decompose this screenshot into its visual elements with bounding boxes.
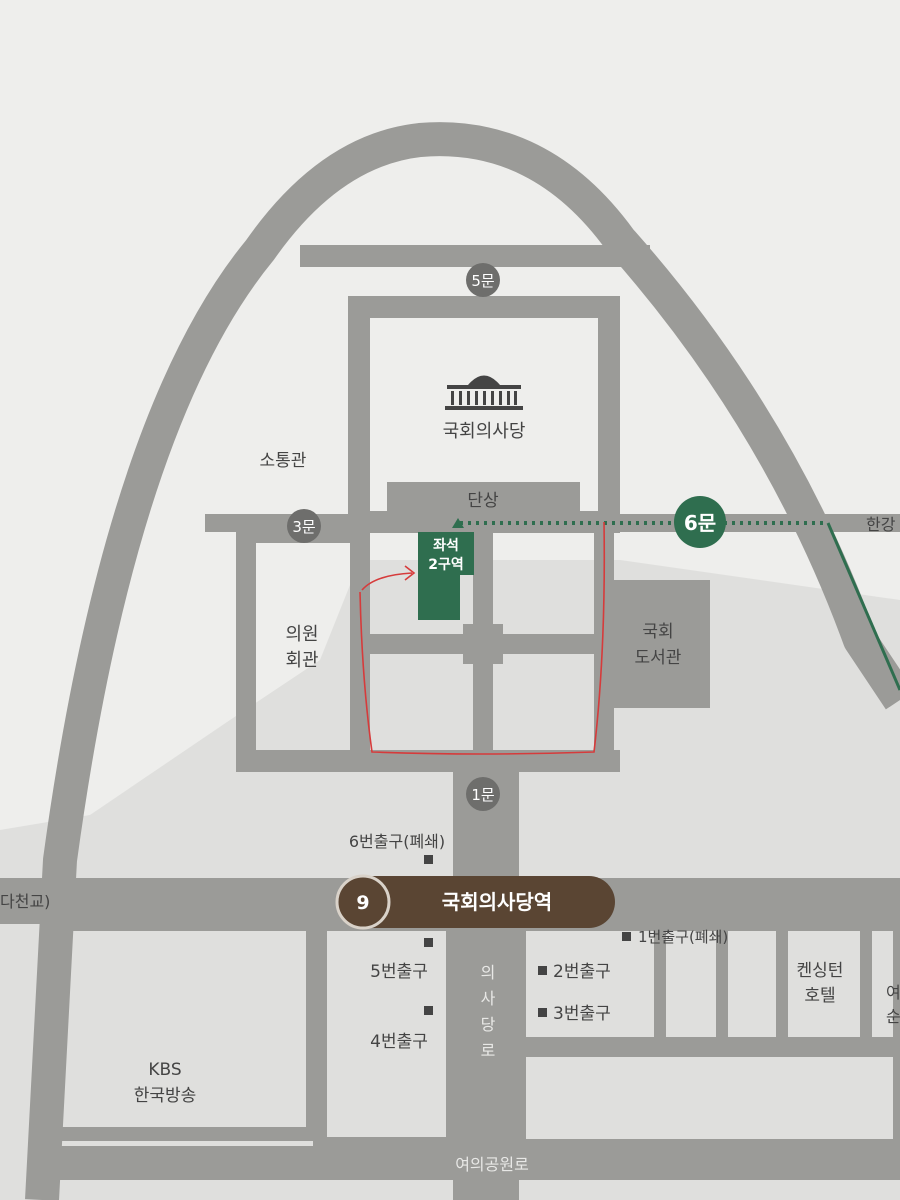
seat-zone-label-1: 좌석 — [433, 538, 459, 554]
exit-2-marker — [538, 966, 547, 975]
assembly-building-icon — [445, 375, 523, 410]
seat-zone-2[interactable] — [418, 532, 474, 620]
gate-5-label: 5문 — [471, 272, 495, 290]
members-hall-label-2: 회관 — [285, 650, 318, 671]
exit-4-marker — [424, 1006, 433, 1015]
line-9-badge — [335, 874, 391, 930]
outer-ring-road — [25, 122, 900, 1200]
gate-5-marker[interactable] — [466, 263, 500, 297]
kensington-label-2: 호텔 — [804, 986, 835, 1006]
exit-4-label: 4번출구 — [370, 1032, 428, 1052]
seat-zone-marker-icon — [452, 518, 464, 528]
walking-route-line — [826, 522, 900, 691]
road-uisadang-1: 의 — [481, 963, 496, 982]
gate-3-marker[interactable] — [287, 509, 321, 543]
road-uisadang-2: 사 — [481, 989, 496, 1008]
hangang-label: 한강 — [866, 515, 896, 534]
exit-5-label: 5번출구 — [370, 962, 428, 982]
station-name: 국회의사당역 — [442, 890, 552, 914]
hand-drawn-route — [359, 521, 606, 755]
gate-6-marker[interactable] — [674, 496, 726, 548]
exit-2-label: 2번출구 — [553, 962, 611, 982]
kbs-label-2: 한국방송 — [134, 1086, 197, 1106]
yeouigongwon-road-label: 여의공원로 — [455, 1155, 529, 1174]
bottom-road — [40, 1146, 900, 1180]
library-label-1: 국회 — [642, 622, 673, 642]
left-bridge-label: 다천교) — [0, 892, 50, 911]
exit-5-marker — [424, 938, 433, 947]
exit-1-marker — [622, 932, 631, 941]
sotong-label: 소통관 — [260, 451, 307, 471]
road-uisadang-4: 로 — [481, 1041, 496, 1060]
gate-1-marker[interactable] — [466, 777, 500, 811]
exit-6-marker — [424, 855, 433, 864]
members-hall-label-1: 의원 — [285, 624, 318, 645]
gate-3-label: 3문 — [292, 518, 316, 536]
podium-label: 단상 — [467, 491, 499, 511]
library-label-2: 도서관 — [635, 648, 682, 668]
exit-3-label: 3번출구 — [553, 1004, 611, 1024]
line-9-label: 9 — [356, 892, 369, 914]
gate-6-label: 6문 — [684, 511, 716, 535]
exit-3-marker — [538, 1008, 547, 1017]
kensington-label-1: 켄싱턴 — [797, 961, 844, 981]
assembly-label: 국회의사당 — [443, 421, 526, 442]
library-block — [604, 580, 710, 708]
right-edge-label-2: 순 — [886, 1007, 900, 1026]
station-pill[interactable] — [340, 876, 615, 928]
uisadang-road — [453, 761, 519, 1200]
kbs-label-1: KBS — [148, 1060, 181, 1080]
exit-6-label: 6번출구(폐쇄) — [349, 832, 445, 851]
exit-1-label: 1번출구(폐쇄) — [638, 928, 728, 946]
gate-1-label: 1문 — [471, 786, 495, 804]
road-uisadang-3: 당 — [481, 1015, 496, 1034]
seat-zone-label-2: 2구역 — [428, 556, 464, 573]
central-plaza — [463, 624, 503, 664]
right-edge-label-1: 여 — [886, 983, 900, 1002]
